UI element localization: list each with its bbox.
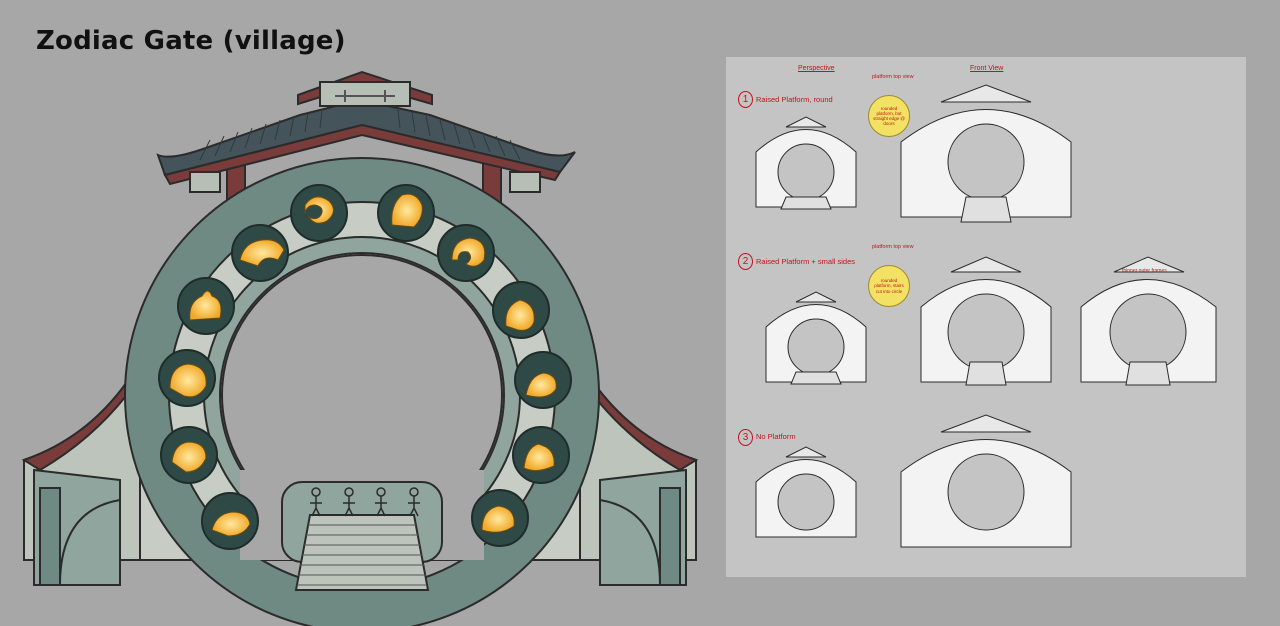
page-title: Zodiac Gate (village)	[36, 26, 346, 56]
header-perspective: Perspective	[798, 65, 835, 72]
option-3-label: No Platform	[756, 432, 796, 441]
option-1-top-view-label: platform top view	[872, 74, 914, 80]
zodiac-gate-illustration	[21, 70, 699, 626]
concept-sheet: Perspective Front View 1 Raised Platform…	[726, 57, 1246, 577]
concept-sketches	[755, 84, 1217, 548]
option-3-number: 3	[738, 429, 753, 446]
option-2-platform-note: rounded platform, stairs cut into circle	[868, 265, 910, 307]
option-1-label: Raised Platform, round	[756, 95, 833, 104]
header-front-view: Front View	[970, 65, 1004, 72]
option-2-top-view-label: platform top view	[872, 244, 914, 250]
option-1-platform-note: rounded platform, but straight edge @ do…	[868, 95, 910, 137]
roof	[156, 70, 576, 193]
zodiac-glyphs	[169, 193, 557, 537]
platform	[281, 481, 443, 591]
option-2-label: Raised Platform + small sides	[756, 257, 855, 266]
option-2-extra-label: thinner outer frames	[1122, 268, 1167, 274]
option-1-number: 1	[738, 91, 753, 108]
option-2-number: 2	[738, 253, 753, 270]
